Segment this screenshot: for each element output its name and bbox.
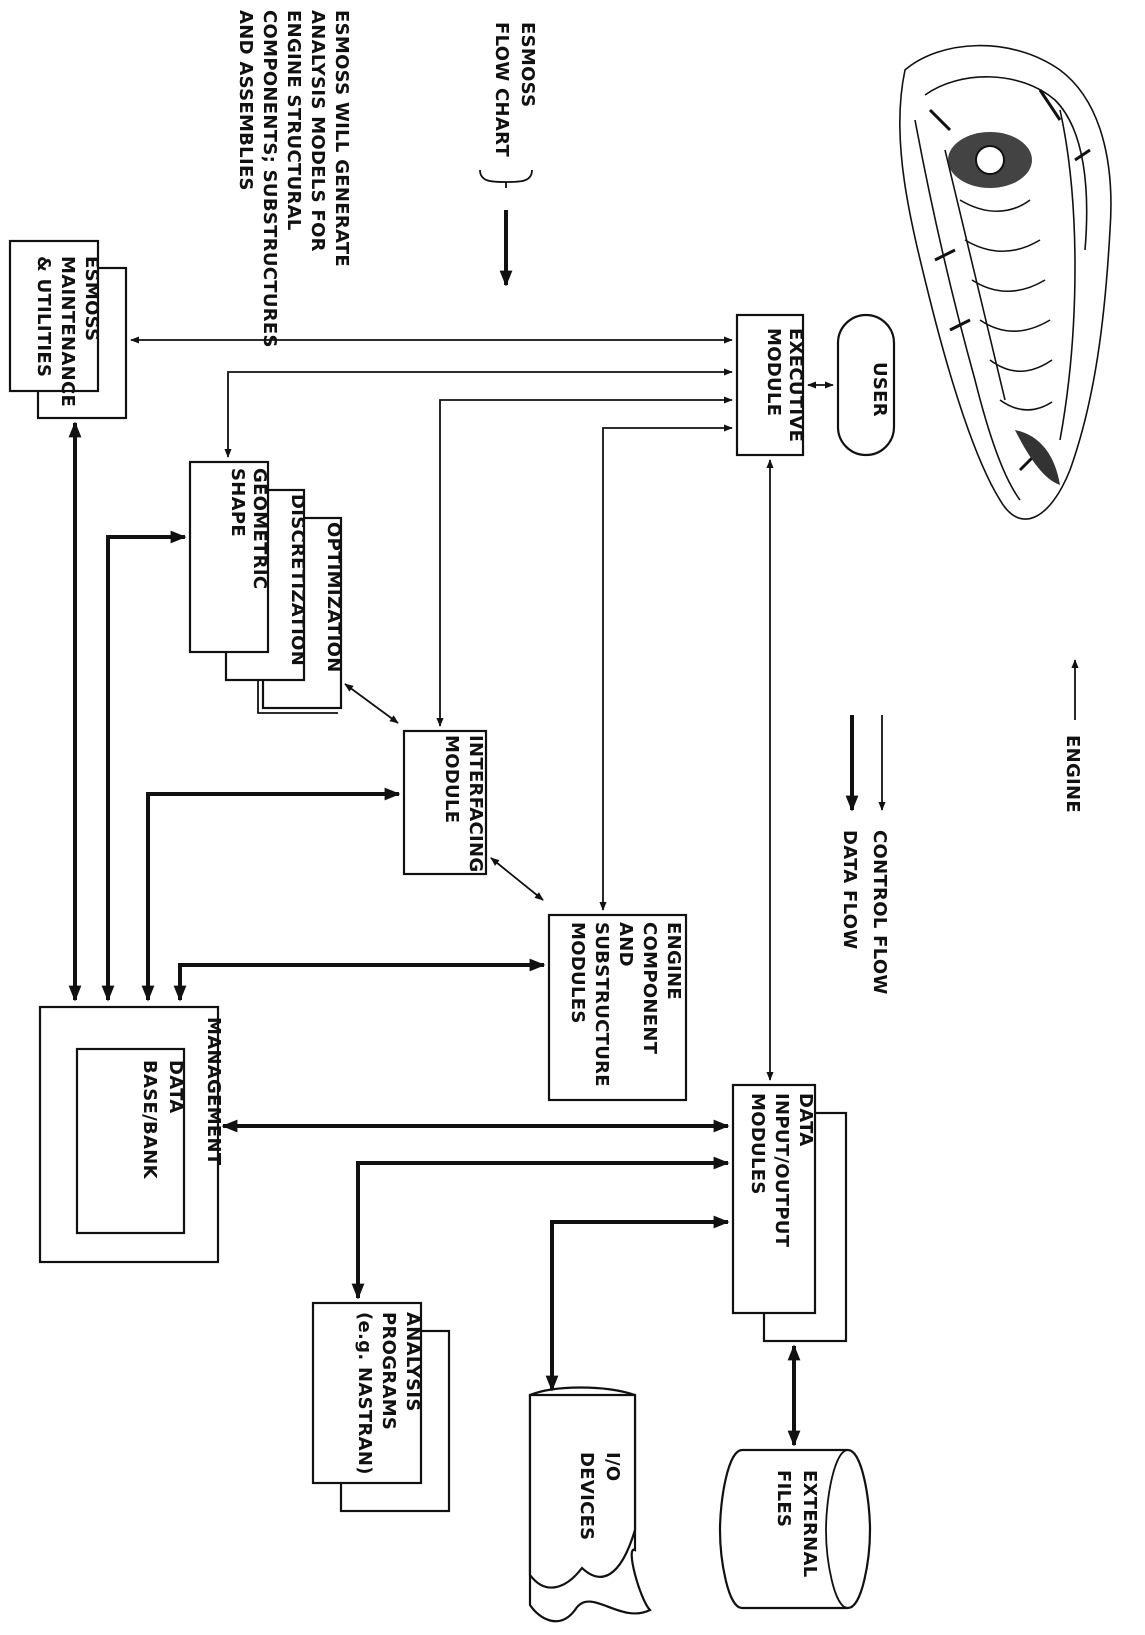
executive-label-line-2: MODULE <box>763 328 784 416</box>
side-note-line-2: ANALYSIS MODELS FOR <box>307 10 328 252</box>
database-label-line-1: DATA <box>165 1060 186 1114</box>
data-io-label-line-3: MODULES <box>747 1093 768 1195</box>
legend-control-flow: CONTROL FLOW <box>869 830 890 995</box>
data-io-label-line-2: INPUT/OUTPUT <box>771 1093 792 1248</box>
side-note-line-1: ESMOSS WILL GENERATE <box>331 10 352 267</box>
engine-component-label-line-3: AND <box>615 922 636 967</box>
discretization-label-line-1: DISCRETIZATION <box>287 494 308 666</box>
side-note-line-5: AND ASSEMBLIES <box>235 10 256 191</box>
database-outer-label-line-1: MANAGEMENT <box>203 1017 224 1166</box>
engine-component-label-line-4: SUBSTRUCTURE <box>591 922 612 1087</box>
engine-component-label-line-2: COMPONENT <box>639 922 660 1055</box>
user-label-line-1: USER <box>869 362 890 417</box>
engine-label: ENGINE <box>1062 735 1083 813</box>
executive-label-line-1: EXECUTIVE <box>785 328 806 442</box>
external-files-label-line-1: EXTERNAL <box>799 1470 820 1577</box>
side-note-line-3: ENGINE STRUCTURAL <box>283 10 304 231</box>
optimization-label-line-1: OPTIMIZATION <box>323 522 344 673</box>
database-label-line-2: BASE/BANK <box>139 1060 160 1180</box>
geometric-stack: OPTIMIZATION DISCRETIZATION GEOMETRICSHA… <box>188 460 344 710</box>
flowchart-title-line-1: ESMOSS <box>517 22 538 107</box>
maintenance-label-line-3: & UTILITIES <box>33 256 54 377</box>
jet-engine-illustration <box>898 44 1112 520</box>
analysis-label-line-3: (e.g. NASTRAN) <box>354 1312 375 1475</box>
io-devices-label-line-1: I/O <box>602 1452 623 1481</box>
flowchart-title-line-2: FLOW CHART <box>491 22 512 158</box>
user-terminal: USER <box>836 313 896 457</box>
engine-pointer: ENGINE <box>1062 659 1083 813</box>
legend-data-flow: DATA FLOW <box>839 830 860 950</box>
analysis-label-line-1: ANALYSIS <box>402 1312 423 1412</box>
engine-component-label-line-5: MODULES <box>567 922 588 1024</box>
geometric-label-line-1: GEOMETRIC <box>249 468 270 589</box>
engine-component-label-line-1: ENGINE <box>663 922 684 1000</box>
io-devices-label-line-2: DEVICES <box>576 1452 597 1540</box>
data-io-label-line-1: DATA <box>795 1093 816 1147</box>
connectors <box>68 336 834 1447</box>
interfacing-label-line-1: INTERFACING <box>465 735 486 872</box>
external-files-label-line-2: FILES <box>773 1470 794 1527</box>
side-note-line-4: COMPONENTS; SUBSTRUCTURES <box>259 10 280 348</box>
geometric-label-line-2: SHAPE <box>227 468 248 537</box>
analysis-label-line-2: PROGRAMS <box>378 1312 399 1430</box>
maintenance-label-line-2: MAINTENANCE <box>57 256 78 407</box>
interfacing-label-line-2: MODULE <box>441 735 462 823</box>
legend: CONTROL FLOW DATA FLOW <box>839 715 890 995</box>
maintenance-label-line-1: ESMOSS <box>81 256 102 341</box>
